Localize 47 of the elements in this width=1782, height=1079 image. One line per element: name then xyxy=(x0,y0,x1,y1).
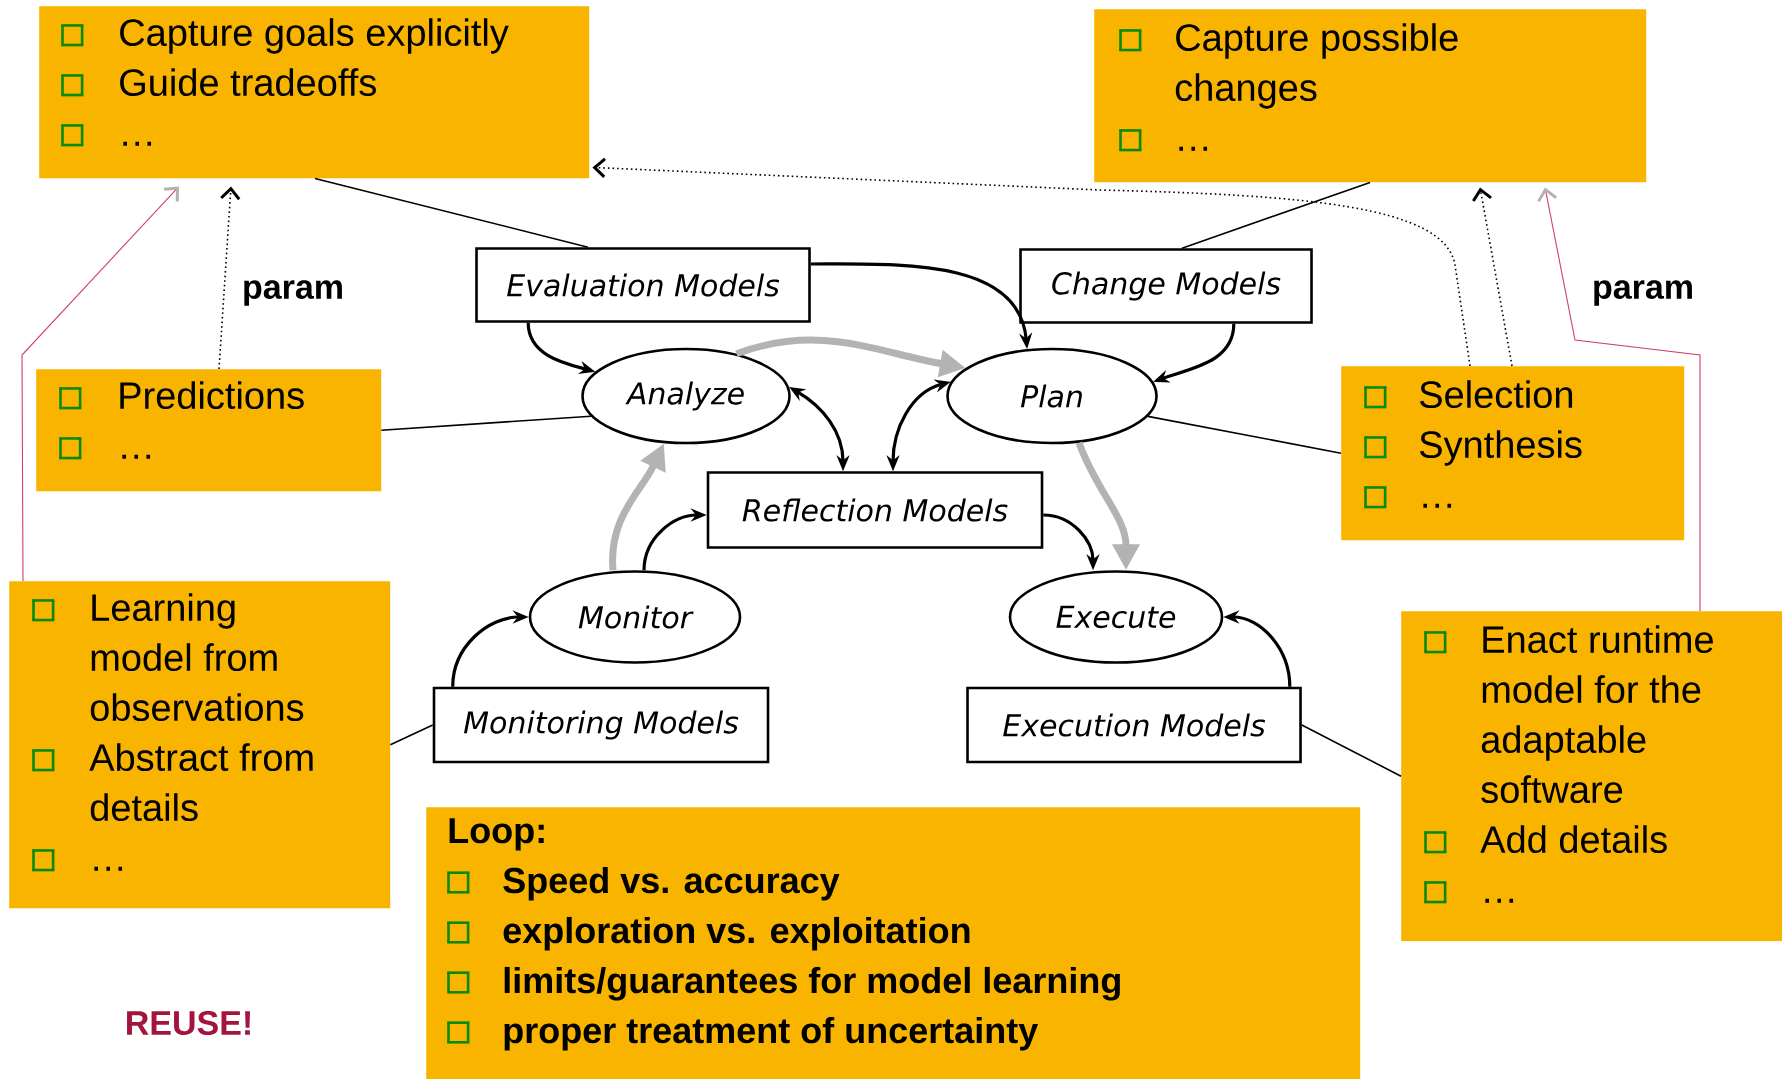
list-item: Capture possible changes xyxy=(1175,23,1458,109)
param-label: param xyxy=(244,280,342,306)
arrow xyxy=(218,186,241,370)
list-item: … xyxy=(1179,146,1208,151)
arrow xyxy=(1472,187,1513,367)
model-box: Reflection Models xyxy=(706,471,1044,549)
model-box: Evaluation Models xyxy=(475,247,811,323)
list-item: proper treatment of uncertainty xyxy=(504,1016,1039,1051)
list-item: … xyxy=(123,141,152,146)
param-label: param xyxy=(1594,280,1692,306)
list-item: … xyxy=(122,454,151,459)
note-box xyxy=(39,6,590,179)
list-item: Capture goals explicitly xyxy=(120,18,509,54)
leader-line xyxy=(1301,724,1402,777)
arrow xyxy=(1537,187,1701,612)
note-box xyxy=(1341,366,1685,541)
list-item: … xyxy=(94,866,123,871)
list-heading: Loop: xyxy=(449,818,544,851)
list-item: Abstract from details xyxy=(89,743,313,822)
list-item: … xyxy=(1423,503,1452,508)
leader-line xyxy=(1147,415,1342,454)
leader-line xyxy=(1181,181,1371,249)
list-item: Selection xyxy=(1419,380,1573,409)
list-item: exploration vs. exploitation xyxy=(503,916,970,951)
note-box xyxy=(9,581,391,909)
model-box: Execution Models xyxy=(966,686,1302,764)
arrow xyxy=(21,186,179,582)
list-item: Synthesis xyxy=(1419,430,1582,466)
list-item: Guide tradeoffs xyxy=(120,68,376,97)
model-box: Monitoring Models xyxy=(432,686,770,764)
list-item: … xyxy=(1485,898,1514,903)
model-box: Change Models xyxy=(1019,248,1313,324)
arrow xyxy=(592,157,1471,367)
leader-line xyxy=(314,177,589,248)
list-item: Add details xyxy=(1480,825,1667,854)
note-box xyxy=(1094,9,1647,183)
list-item: Enact runtime model for the adaptable software xyxy=(1481,625,1713,804)
note-box xyxy=(1401,611,1782,942)
leader-line xyxy=(380,415,592,431)
leader-line xyxy=(389,724,434,746)
list-item: Predictions xyxy=(120,381,304,410)
note-box xyxy=(426,807,1361,1079)
list-item: Speed vs. accuracy xyxy=(503,866,840,901)
note-text: REUSE! xyxy=(127,1010,250,1036)
list-item: limits/guarantees for model learning xyxy=(504,966,1120,1001)
list-item: Learning model from observations xyxy=(90,593,304,722)
note-box xyxy=(36,369,382,492)
